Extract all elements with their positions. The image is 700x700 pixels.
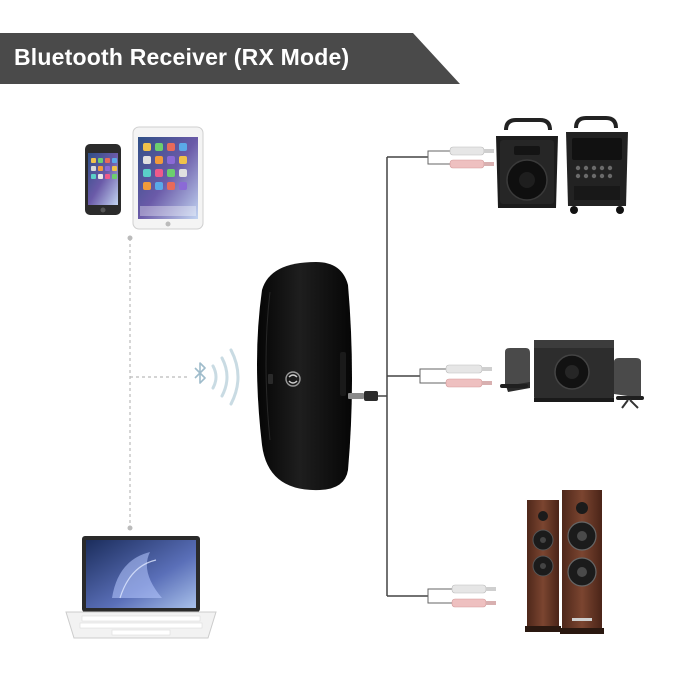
wireless-links (128, 236, 189, 531)
computer-speakers-image (500, 340, 644, 408)
pa-speakers-image (496, 118, 628, 214)
smartphone-image (85, 144, 121, 215)
tablet-image (133, 127, 203, 229)
bluetooth-receiver-image (257, 262, 352, 490)
signal-waves-icon (213, 350, 238, 404)
tower-speakers-image (525, 490, 604, 634)
aux-cable (348, 157, 428, 596)
bluetooth-icon (195, 363, 205, 383)
laptop-image (66, 536, 216, 638)
rca-plugs-bottom (428, 585, 496, 607)
link-dot-top (128, 236, 133, 241)
link-dot-bottom (128, 526, 133, 531)
rca-plugs-middle (420, 365, 492, 387)
rca-plugs-top (428, 147, 494, 168)
